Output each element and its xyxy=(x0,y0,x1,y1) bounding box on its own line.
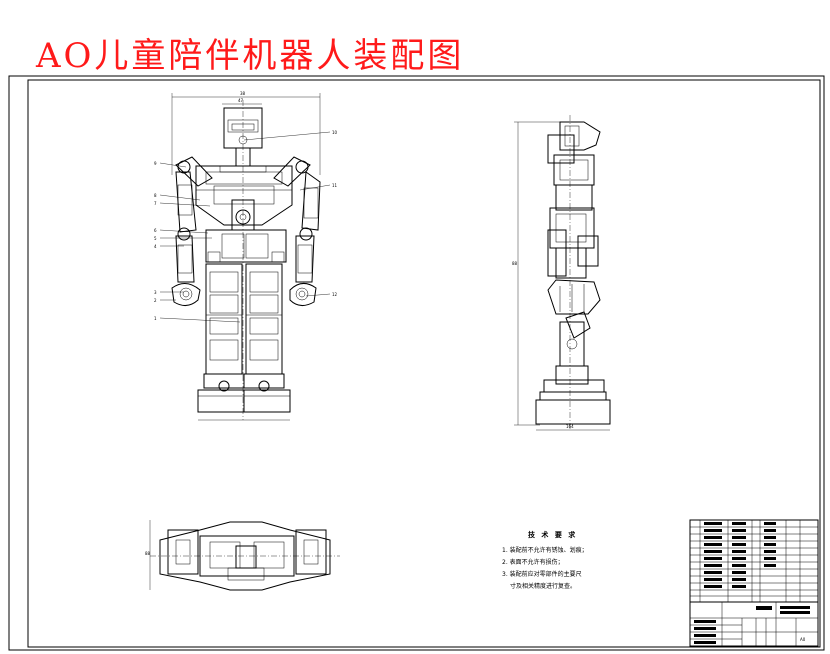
head-width-dimension: 47 xyxy=(238,98,244,103)
tech-note-line: 3. 装配前应对零部件的主要尺 xyxy=(502,570,582,578)
tech-note-line: 2. 表面不允许有损伤； xyxy=(502,558,564,566)
outer-frame xyxy=(8,75,825,651)
balloon-label: 3 xyxy=(154,290,157,295)
balloon-label: 1 xyxy=(154,316,157,321)
tech-note-line: 1. 装配前不允许有锈蚀、划痕； xyxy=(502,546,588,554)
balloon-label: 2 xyxy=(154,298,157,303)
side-height-dimension: 88 xyxy=(512,261,518,266)
title-block: A0 xyxy=(689,601,819,647)
technical-requirements: 技 术 要 求 1. 装配前不允许有锈蚀、划痕； 2. 表面不允许有损伤； 3.… xyxy=(502,530,588,590)
top-height-dimension: 88 xyxy=(145,551,151,556)
front-width-dimension: 38 xyxy=(240,91,246,96)
parts-list xyxy=(689,519,819,603)
balloon-label: 6 xyxy=(154,228,157,233)
balloon-label: 9 xyxy=(154,161,157,166)
balloon-label: 10 xyxy=(332,130,338,135)
tech-notes-title: 技 术 要 求 xyxy=(528,530,577,539)
part-balloons-left: 9 8 7 6 5 4 3 2 1 xyxy=(154,161,157,321)
balloon-label: 12 xyxy=(332,292,338,297)
balloon-label: 8 xyxy=(154,193,157,198)
balloon-label: 7 xyxy=(154,201,157,206)
balloon-label: 4 xyxy=(154,244,157,249)
balloon-label: 5 xyxy=(154,236,157,241)
inner-frame xyxy=(27,79,821,648)
side-base-dimension: 164 xyxy=(566,424,574,429)
top-view: 88 xyxy=(145,520,340,591)
front-view: 38 47 xyxy=(159,91,331,421)
part-balloons-right: 10 11 12 xyxy=(332,130,338,297)
drawing-title: AO儿童陪伴机器人装配图 xyxy=(36,36,465,76)
balloon-label: 11 xyxy=(332,183,338,188)
tech-note-line: 寸及相关精度进行复查。 xyxy=(510,582,576,590)
side-view: 88 164 xyxy=(512,115,611,431)
sheet-size-label: A0 xyxy=(800,637,806,642)
